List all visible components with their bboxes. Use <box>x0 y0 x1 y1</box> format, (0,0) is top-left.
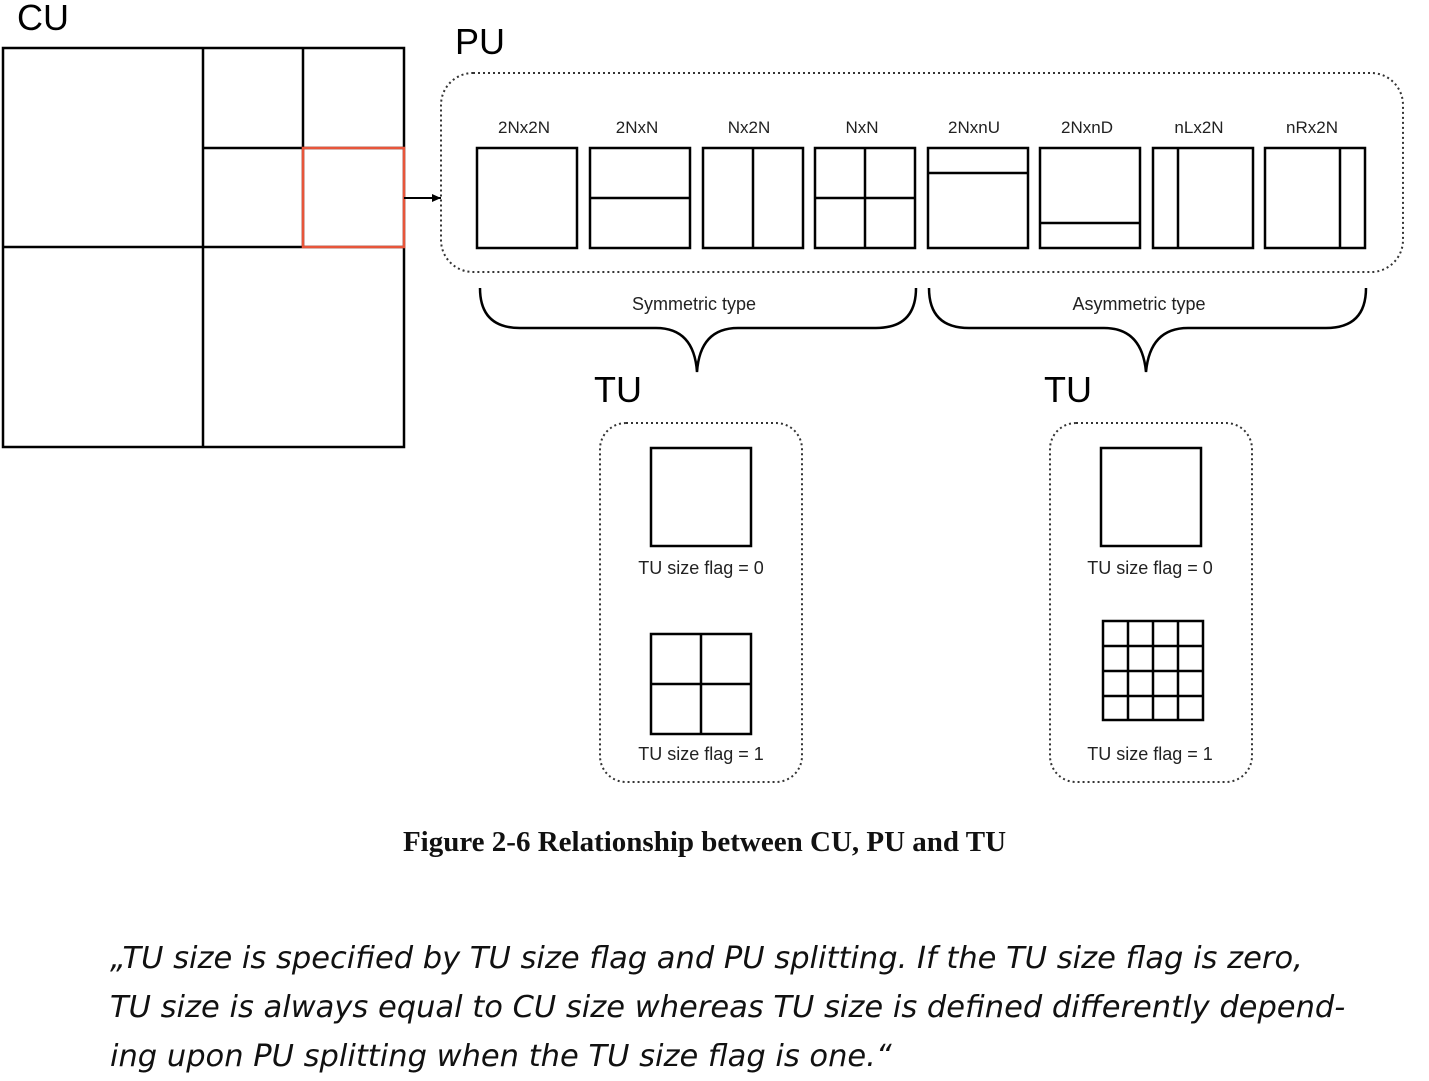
tu-symmetric-frame <box>599 422 803 783</box>
tu-asymmetric-shapes <box>1099 446 1205 722</box>
pu-shape-nxn <box>813 146 917 250</box>
pu-partition-shapes <box>475 146 1367 250</box>
symmetric-type-label: Symmetric type <box>632 294 756 314</box>
tu-symmetric-flag0-block <box>649 446 753 548</box>
quote-line-3: ing upon PU splitting when the TU size f… <box>110 1039 892 1074</box>
tu-asymmetric-flag1-block <box>1101 619 1205 722</box>
pu-label-2nxnd: 2NxnD <box>1061 118 1113 137</box>
asymmetric-brace <box>927 287 1368 373</box>
pu-shape-nx2n <box>701 146 805 250</box>
tu-symmetric-flag1-block <box>649 632 753 736</box>
tu-asymmetric-label: TU <box>1044 369 1092 410</box>
pu-label-nx2n: Nx2N <box>728 118 771 137</box>
tu-asymmetric-frame <box>1049 422 1253 783</box>
pu-label-nlx2n: nLx2N <box>1174 118 1223 137</box>
quote-line-1: „TU size is specified by TU size flag an… <box>110 941 1303 976</box>
pu-shape-2nxn <box>588 146 692 250</box>
pu-label-2nxn: 2NxN <box>616 118 659 137</box>
pu-group-frame <box>440 72 1404 273</box>
tu-symmetric-flag1-label: TU size flag = 1 <box>638 744 764 764</box>
pu-label-nrx2n: nRx2N <box>1286 118 1338 137</box>
pu-shape-2nx2n <box>475 146 579 250</box>
tu-asymmetric-flag0-label: TU size flag = 0 <box>1087 558 1213 578</box>
quote-block: „TU size is specified by TU size flag an… <box>110 934 1420 1081</box>
pu-label-2nx2n: 2Nx2N <box>498 118 550 137</box>
pu-partition-labels: 2Nx2N 2NxN Nx2N NxN 2NxnU 2NxnD nLx2N nR… <box>498 118 1338 137</box>
quote-line-2: TU size is always equal to CU size where… <box>110 990 1346 1025</box>
asymmetric-type-label: Asymmetric type <box>1072 294 1205 314</box>
tu-asymmetric-flag1-label: TU size flag = 1 <box>1087 744 1213 764</box>
cu-highlighted-sub-block <box>301 146 406 249</box>
pu-label: PU <box>455 21 505 62</box>
tu-symmetric-label: TU <box>594 369 642 410</box>
cu-label: CU <box>17 0 69 38</box>
tu-asymmetric-flag0-block <box>1099 446 1203 548</box>
pu-label-2nxnu: 2NxnU <box>948 118 1000 137</box>
figure-caption: Figure 2-6 Relationship between CU, PU a… <box>402 826 1007 858</box>
pu-shape-nrx2n <box>1263 146 1367 250</box>
pu-shape-2nxnu <box>926 146 1030 250</box>
pu-shape-nlx2n <box>1151 146 1255 250</box>
pu-shape-2nxnd <box>1038 146 1142 250</box>
symmetric-brace <box>478 287 918 373</box>
pu-label-nxn: NxN <box>845 118 878 137</box>
tu-symmetric-flag0-label: TU size flag = 0 <box>638 558 764 578</box>
tu-symmetric-shapes <box>649 446 753 736</box>
